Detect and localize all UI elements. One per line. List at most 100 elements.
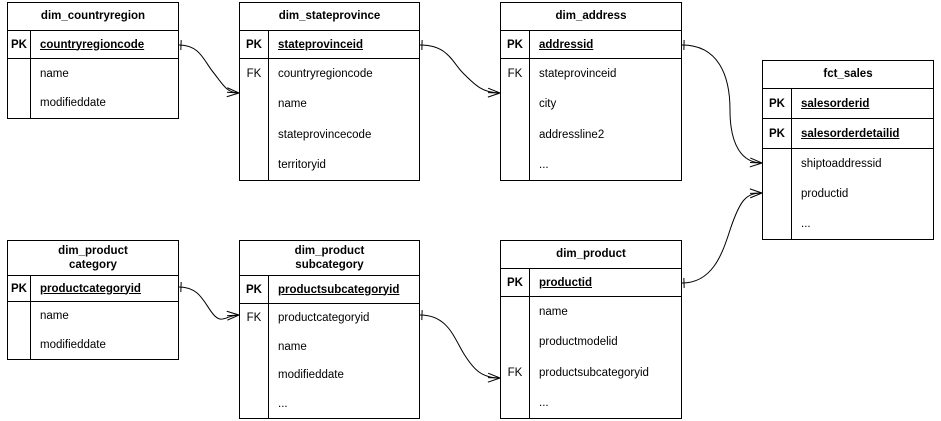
- crows-foot-prong-0: [749, 192, 763, 199]
- attribute-marker: [501, 327, 529, 357]
- attribute-marker: [501, 388, 529, 418]
- attribute-name[interactable]: name: [539, 306, 568, 319]
- attribute-name[interactable]: productsubcategoryid: [539, 366, 649, 379]
- crows-foot-prong-2: [487, 372, 501, 379]
- crows-foot-prong-0: [227, 314, 240, 321]
- attribute-name[interactable]: productid: [801, 188, 849, 200]
- relationship-countryregion-to-stateprovince[interactable]: [178, 40, 240, 98]
- relationship-product-to-sales[interactable]: [681, 188, 763, 288]
- attribute-marker: [8, 89, 30, 119]
- crows-foot-prong-1: [226, 91, 240, 94]
- foreign-key-marker: FK: [246, 68, 262, 81]
- primary-key-row[interactable]: PK salesorderdetailid: [763, 119, 933, 149]
- crows-foot-prong-0: [749, 162, 763, 168]
- key-marker: PK: [8, 276, 31, 301]
- crows-foot-prong-2: [227, 87, 240, 94]
- attribute-block: shiptoaddressid productid...: [763, 149, 933, 239]
- foreign-key-marker: FK: [507, 68, 523, 81]
- attribute-name[interactable]: city: [539, 98, 557, 111]
- attribute-name[interactable]: ...: [539, 158, 549, 171]
- key-marker-column: FK: [501, 59, 530, 180]
- entity-title: dim_product category: [8, 241, 178, 276]
- key-marker: PK: [8, 31, 31, 58]
- attribute-name-column: stateprovinceid city addressline2...: [530, 59, 681, 180]
- key-marker: PK: [501, 269, 530, 296]
- relationship-subcategory-to-product[interactable]: [419, 310, 501, 383]
- key-marker-column: FK: [240, 59, 269, 180]
- attribute-name[interactable]: productcategoryid: [278, 312, 370, 325]
- primary-key-row[interactable]: PK countryregioncode: [8, 31, 178, 59]
- attribute-name[interactable]: modifieddate: [278, 369, 344, 382]
- attribute-name[interactable]: name: [278, 98, 307, 111]
- attribute-name-column: name modifieddate: [31, 59, 178, 118]
- primary-key-row[interactable]: PK productsubcategoryid: [240, 276, 419, 304]
- relationship-productcategory-to-subcategory[interactable]: [178, 282, 240, 321]
- attribute-name: productsubcategoryid: [278, 283, 400, 296]
- attribute-marker: [501, 120, 529, 150]
- attribute-marker: [8, 331, 30, 360]
- key-marker: PK: [240, 276, 269, 303]
- entity-title: fct_sales: [763, 61, 933, 89]
- attribute-name[interactable]: addressline2: [539, 128, 605, 141]
- attribute-name[interactable]: modifieddate: [40, 97, 106, 110]
- attribute-marker: [501, 150, 529, 180]
- key-marker: PK: [763, 119, 792, 148]
- attribute-name[interactable]: name: [40, 67, 69, 80]
- relationship-address-to-sales[interactable]: [681, 40, 763, 168]
- attribute-name[interactable]: stateprovincecode: [278, 128, 372, 141]
- attribute-name[interactable]: countryregioncode: [278, 68, 373, 81]
- attribute-name[interactable]: name: [278, 340, 307, 353]
- attribute-name: salesorderdetailid: [801, 127, 900, 140]
- crows-foot-prong-2: [487, 87, 501, 94]
- entity-title: dim_stateprovince: [240, 3, 419, 31]
- relationship-stateprovince-to-address[interactable]: [419, 40, 501, 98]
- attribute-name[interactable]: shiptoaddressid: [801, 158, 882, 170]
- foreign-key-marker: FK: [507, 366, 523, 379]
- crows-foot-prong-1: [749, 161, 763, 164]
- attribute-name[interactable]: modifieddate: [40, 338, 106, 351]
- attribute-marker: [763, 179, 791, 209]
- crows-foot-prong-2: [749, 188, 763, 194]
- relationship-line: [419, 44, 501, 94]
- primary-key-row[interactable]: PK addressid: [501, 31, 681, 59]
- attribute-marker: [501, 89, 529, 119]
- attribute-name[interactable]: stateprovinceid: [539, 68, 617, 81]
- attribute-marker: [240, 89, 268, 119]
- relationship-line: [419, 314, 501, 379]
- attribute-name-column: name productmodelid productsubcategoryid..…: [530, 297, 681, 418]
- entity-title: dim_product: [501, 241, 681, 269]
- key-marker-column: [8, 302, 31, 359]
- crows-foot-prong-2: [226, 310, 240, 316]
- key-marker-column: FK: [240, 304, 269, 418]
- crows-foot-prong-2: [750, 157, 763, 164]
- attribute-name[interactable]: ...: [278, 397, 288, 410]
- foreign-key-marker: FK: [246, 312, 262, 325]
- key-marker: PK: [501, 31, 530, 58]
- key-marker: PK: [240, 31, 269, 58]
- relationship-line: [681, 44, 763, 164]
- attribute-name[interactable]: ...: [539, 396, 549, 409]
- crows-foot-prong-1: [226, 314, 240, 317]
- attribute-marker: [763, 149, 791, 179]
- attribute-name[interactable]: territoryid: [278, 158, 326, 171]
- attribute-block: FK productcategoryid name modifieddate...: [240, 304, 419, 418]
- attribute-block: FK countryregioncode name stateprovincecode…: [240, 59, 419, 180]
- attribute-name[interactable]: ...: [801, 218, 811, 230]
- attribute-marker: [240, 150, 268, 180]
- attribute-name[interactable]: name: [40, 310, 69, 323]
- attribute-name[interactable]: productmodelid: [539, 336, 618, 349]
- attribute-name: countryregioncode: [40, 38, 145, 51]
- attribute-name: addressid: [539, 38, 594, 51]
